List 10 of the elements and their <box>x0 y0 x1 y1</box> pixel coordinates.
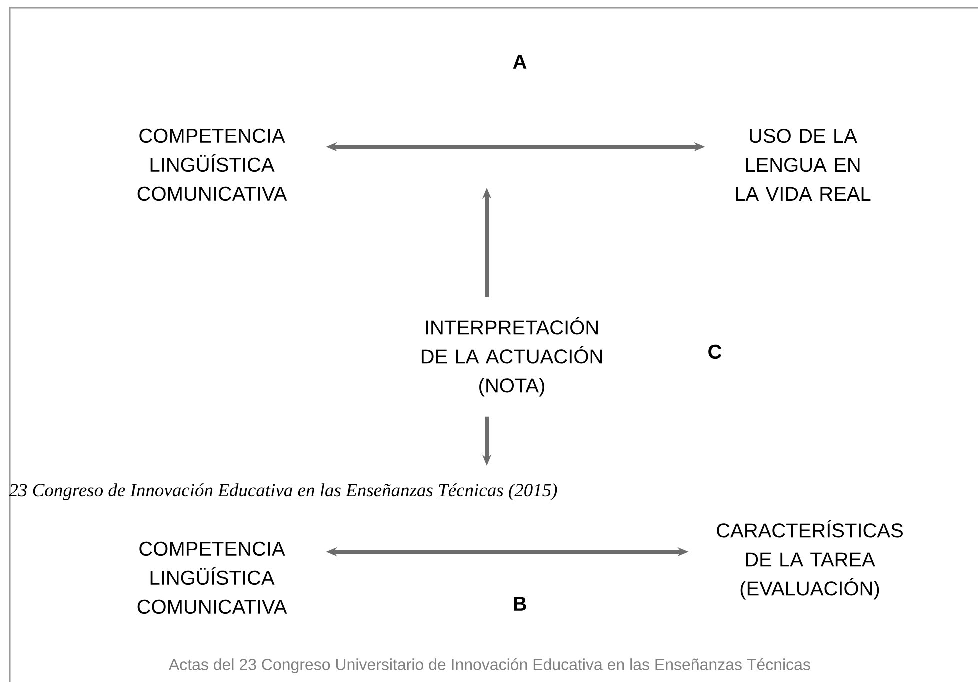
node-text: USO DE LA LENGUA EN LA VIDA REAL <box>736 129 871 201</box>
running-header: 23 Congreso de Innovación Educativa en las Enseñanzas Técnicas (2015) <box>9 484 558 500</box>
node-text: COMPETENCIA LINGÜÍSTICA COMUNICATIVA <box>138 542 288 614</box>
node-text: CARACTERÍSTICAS DE LA TAREA (EVALUACIÓN) <box>717 520 903 600</box>
node-text: INTERPRETACIÓN DE LA ACTUACIÓN (NOTA) <box>422 317 602 397</box>
letter-label: C <box>708 344 722 360</box>
node-text: COMPETENCIA LINGÜÍSTICA COMUNICATIVA <box>138 128 288 202</box>
letter-label: A <box>513 55 527 69</box>
footer-text: Actas del 23 Congreso Universitario de Innovación Educativa en las Enseñanzas Técnicas <box>168 658 810 674</box>
letter-label: B <box>514 597 526 611</box>
